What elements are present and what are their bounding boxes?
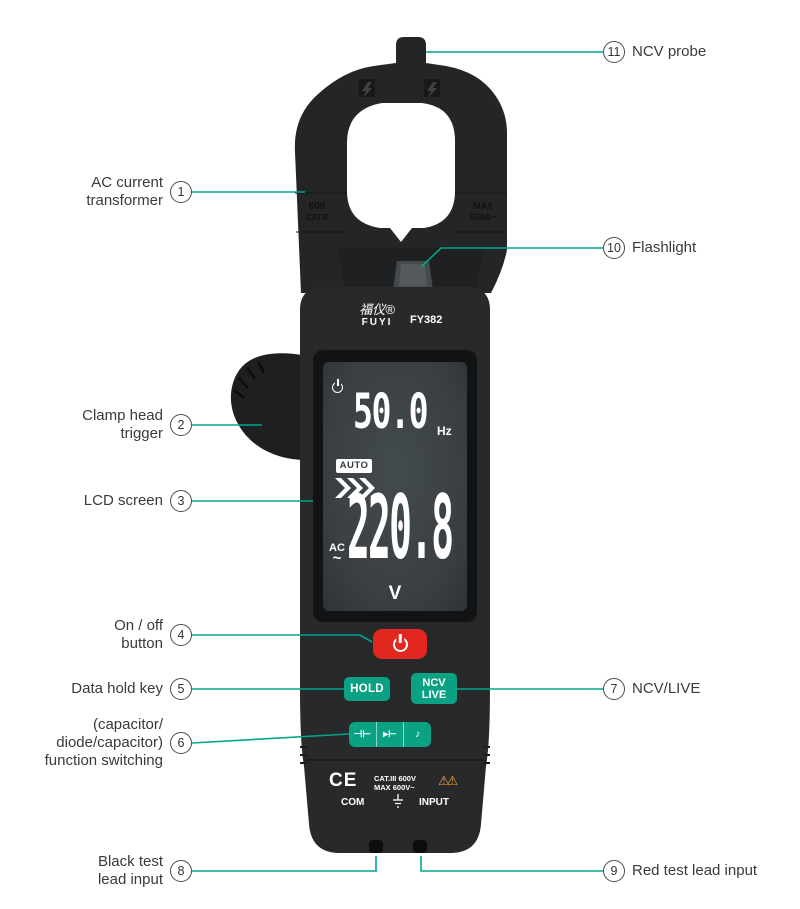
callout-6-label: (capacitor/ diode/capacitor) function sw… bbox=[44, 716, 163, 769]
callout-1-label: AC current transformer bbox=[86, 174, 163, 209]
leader-line-9 bbox=[420, 856, 603, 872]
callout-9-number: 9 bbox=[603, 860, 625, 882]
live-label: LIVE bbox=[421, 688, 447, 701]
ground-icon bbox=[393, 794, 403, 808]
ac-label: AC bbox=[329, 542, 345, 554]
callout-7-label: NCV/LIVE bbox=[632, 680, 701, 697]
com-jack bbox=[369, 840, 383, 853]
callout-5-label: Data hold key bbox=[71, 680, 163, 697]
display-frequency-value: 50.0 bbox=[353, 384, 429, 440]
signal-arrows-icon bbox=[335, 478, 375, 498]
clamp-rating-right-2: 600A~ bbox=[470, 212, 497, 222]
power-button bbox=[373, 629, 427, 659]
callout-11-number: 11 bbox=[603, 41, 625, 63]
callout-3-label: LCD screen bbox=[83, 492, 163, 509]
lightning-icon bbox=[362, 82, 372, 98]
callout-3-number: 3 bbox=[170, 490, 192, 512]
clamp-rating-left-1: 600 bbox=[309, 201, 326, 212]
leader-line-8 bbox=[192, 856, 377, 872]
capacitor-icon: ⊣⊢ bbox=[353, 729, 372, 740]
trigger-ridges bbox=[233, 360, 266, 399]
callout-7-number: 7 bbox=[603, 678, 625, 700]
callout-2-label: Clamp head trigger bbox=[82, 407, 163, 442]
display-mode: AC ~ bbox=[326, 542, 348, 567]
clamp-opening bbox=[347, 103, 455, 242]
brand-chinese: 福仪® bbox=[359, 302, 395, 317]
brand-english: FUYI bbox=[361, 317, 393, 328]
brand-logo: 福仪® FUYI bbox=[350, 302, 404, 329]
clamp-rating-right-1: MAX bbox=[473, 201, 493, 211]
callout-9-label: Red test lead input bbox=[632, 862, 758, 879]
clamp-trigger bbox=[230, 353, 302, 460]
callout-6-number: 6 bbox=[170, 732, 192, 754]
callout-11-label: NCV probe bbox=[632, 43, 707, 60]
leader-line-10 bbox=[420, 247, 603, 268]
callout-1-number: 1 bbox=[170, 181, 192, 203]
callout-lines bbox=[191, 51, 603, 872]
display-frequency-unit: Hz bbox=[437, 424, 452, 438]
display-auto-badge: AUTO bbox=[336, 459, 372, 473]
callout-8-number: 8 bbox=[170, 860, 192, 882]
clamp-rating-left-2: CATIII bbox=[306, 213, 329, 222]
diode-icon: ▸⊢ bbox=[375, 722, 404, 747]
continuity-icon: ♪ bbox=[403, 722, 431, 747]
ac-wave-icon: ~ bbox=[332, 550, 342, 567]
callout-4-label: On / off button bbox=[114, 617, 163, 652]
warning-icon: ⚠⚠ bbox=[438, 773, 458, 788]
leader-line-4 bbox=[192, 634, 373, 643]
callout-10-label: Flashlight bbox=[632, 239, 697, 256]
callout-10-number: 10 bbox=[603, 237, 625, 259]
com-label: COM bbox=[341, 797, 365, 808]
ce-mark: CE bbox=[329, 770, 358, 791]
display-main-value: 220.8 bbox=[347, 476, 454, 579]
input-jack bbox=[413, 840, 427, 853]
display-power-icon bbox=[332, 380, 343, 398]
leader-line-6 bbox=[191, 733, 350, 744]
grip-ridges bbox=[300, 746, 490, 764]
lcd-screen: 50.0 Hz AUTO AC ~ 220.8 V bbox=[323, 362, 467, 611]
flashlight-lens bbox=[399, 264, 427, 286]
display-main-unit: V bbox=[388, 583, 402, 604]
clamp-seam bbox=[295, 192, 507, 233]
power-icon bbox=[392, 636, 408, 652]
callout-5-number: 5 bbox=[170, 678, 192, 700]
callout-2-number: 2 bbox=[170, 414, 192, 436]
input-label: INPUT bbox=[419, 797, 449, 808]
model-number: FY382 bbox=[410, 314, 443, 326]
rating-text: CAT.III 600V MAX 600V~ bbox=[374, 774, 416, 792]
callout-8-label: Black test lead input bbox=[97, 853, 163, 888]
callout-4-number: 4 bbox=[170, 624, 192, 646]
hold-button: HOLD bbox=[344, 677, 390, 701]
function-switch-button: ⊣⊢ ▸⊢ ♪ bbox=[349, 722, 431, 747]
lightning-icon bbox=[427, 82, 437, 98]
ncv-label: NCV bbox=[422, 676, 446, 689]
ncv-live-button: NCV LIVE bbox=[411, 673, 457, 704]
